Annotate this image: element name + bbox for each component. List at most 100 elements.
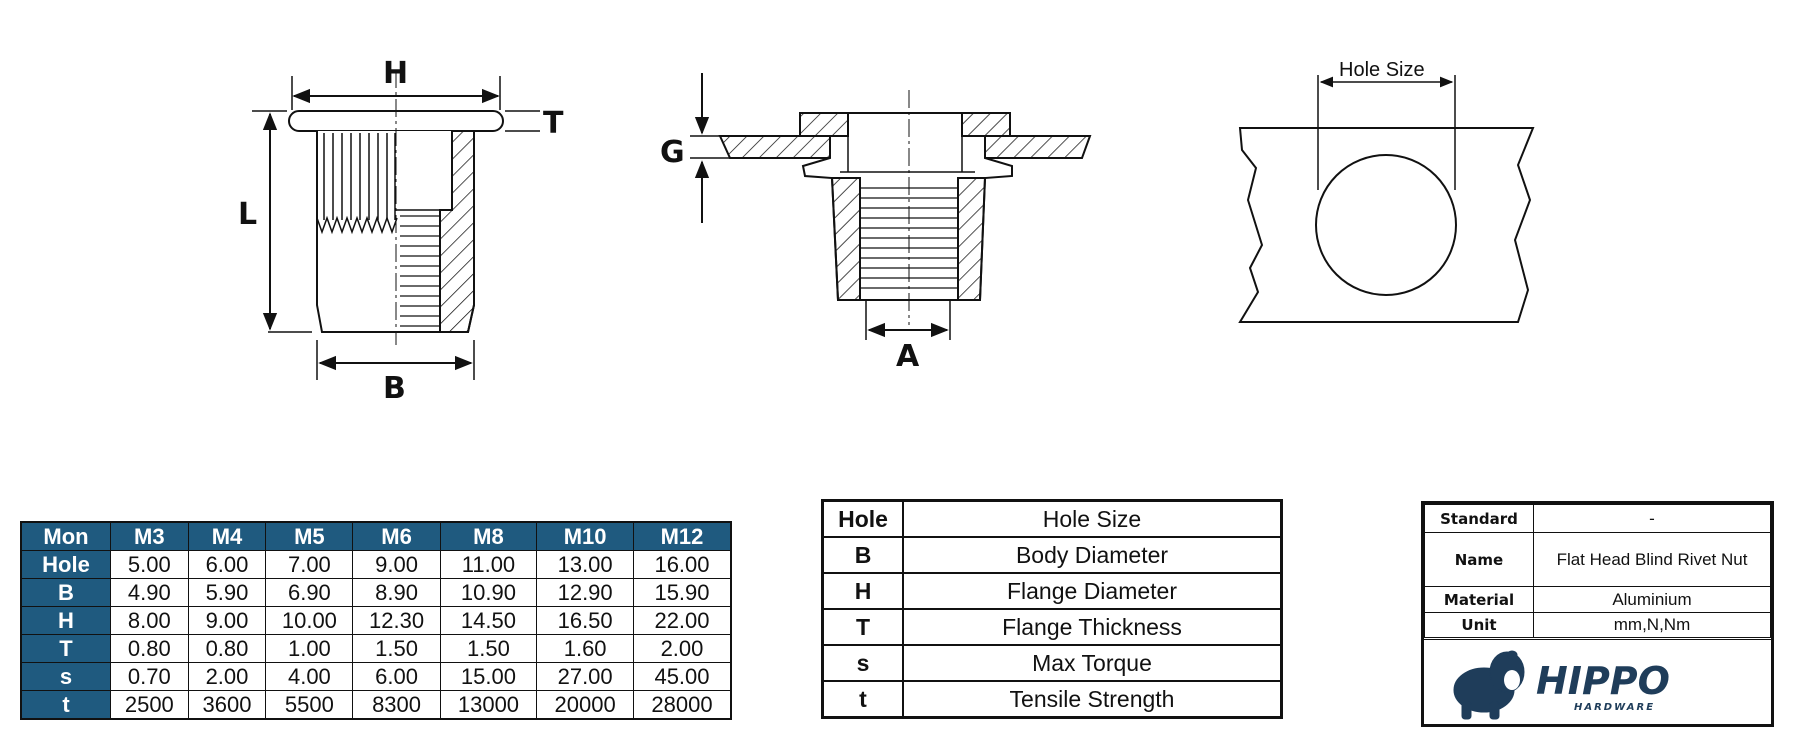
spec-cell: 6.90	[265, 578, 354, 607]
installed-rivet-nut-view	[690, 73, 1092, 340]
label-hole-size: Hole Size	[1339, 59, 1425, 81]
legend-value: Flange Diameter	[902, 572, 1283, 610]
legend-value: Tensile Strength	[902, 680, 1283, 719]
info-value: Aluminium	[1533, 586, 1771, 613]
spec-cell: 6.00	[187, 550, 267, 579]
spec-header-cell: M6	[352, 521, 441, 551]
logo-text-hardware: HARDWARE	[1574, 702, 1655, 713]
spec-row-label: B	[20, 578, 111, 607]
spec-cell: 8300	[352, 690, 441, 720]
spec-row-label: t	[20, 690, 111, 720]
spec-cell: 12.30	[352, 606, 441, 635]
spec-cell: 13000	[439, 690, 538, 720]
label-H: H	[383, 56, 408, 91]
legend-key: T	[821, 608, 904, 646]
label-A: A	[896, 339, 920, 374]
spec-cell: 14.50	[439, 606, 538, 635]
spec-cell: 27.00	[536, 662, 634, 691]
spec-cell: 1.00	[265, 634, 354, 663]
spec-row-label: s	[20, 662, 111, 691]
spec-cell: 1.50	[439, 634, 538, 663]
spec-row-label: H	[20, 606, 111, 635]
spec-cell: 28000	[632, 690, 732, 720]
product-info-table: Standard - Name Flat Head Blind Rivet Nu…	[1424, 504, 1771, 638]
info-key: Standard	[1424, 504, 1534, 533]
rivet-nut-section-view	[252, 70, 540, 380]
logo-text-hippo: HIPPO	[1536, 659, 1670, 703]
spec-cell: 16.00	[632, 550, 732, 579]
info-row: Material Aluminium	[1424, 586, 1771, 613]
spec-cell: 13.00	[536, 550, 634, 579]
spec-cell: 2.00	[632, 634, 732, 663]
spec-cell: 10.90	[439, 578, 538, 607]
spec-cell: 8.90	[352, 578, 441, 607]
info-row: Name Flat Head Blind Rivet Nut	[1424, 532, 1771, 587]
legend-value: Flange Thickness	[902, 608, 1283, 646]
spec-cell: 0.80	[187, 634, 267, 663]
spec-cell: 9.00	[352, 550, 441, 579]
spec-cell: 0.80	[110, 634, 189, 663]
spec-cell: 45.00	[632, 662, 732, 691]
label-L: L	[238, 197, 257, 232]
spec-cell: 20000	[536, 690, 634, 720]
spec-header-cell: M5	[265, 521, 354, 551]
hippo-hardware-logo: HIPPO HARDWARE	[1424, 639, 1771, 724]
spec-cell: 6.00	[352, 662, 441, 691]
legend-value: Body Diameter	[902, 536, 1283, 574]
spec-cell: 22.00	[632, 606, 732, 635]
hole-size-view	[1238, 75, 1535, 323]
legend-key: H	[821, 572, 904, 610]
spec-cell: 4.00	[265, 662, 354, 691]
spec-cell: 15.90	[632, 578, 732, 607]
spec-cell: 15.00	[439, 662, 538, 691]
info-row: Standard -	[1424, 504, 1771, 533]
info-key: Unit	[1424, 612, 1534, 638]
spec-row-label: Hole	[20, 550, 111, 579]
spec-cell: 11.00	[439, 550, 538, 579]
label-B: B	[383, 371, 406, 406]
info-row: Unit mm,N,Nm	[1424, 612, 1771, 638]
spec-cell: 12.90	[536, 578, 634, 607]
legend-value: Hole Size	[902, 499, 1283, 538]
spec-header-cell: M3	[110, 521, 189, 551]
spec-cell: 1.50	[352, 634, 441, 663]
spec-cell: 8.00	[110, 606, 189, 635]
spec-header-cell: M12	[632, 521, 732, 551]
spec-header-cell: M4	[187, 521, 267, 551]
spec-header-cell: M8	[439, 521, 538, 551]
spec-header-cell: M10	[536, 521, 634, 551]
spec-cell: 3600	[187, 690, 267, 720]
label-G: G	[660, 135, 685, 170]
spec-cell: 4.90	[110, 578, 189, 607]
spec-cell: 5500	[265, 690, 354, 720]
spec-cell: 2500	[110, 690, 189, 720]
spec-cell: 9.00	[187, 606, 267, 635]
info-key: Name	[1424, 532, 1534, 587]
spec-row-label: T	[20, 634, 111, 663]
info-key: Material	[1424, 586, 1534, 613]
spec-cell: 2.00	[187, 662, 267, 691]
spec-cell: 10.00	[265, 606, 354, 635]
spec-cell: 16.50	[536, 606, 634, 635]
product-info-box: Standard - Name Flat Head Blind Rivet Nu…	[1421, 501, 1774, 727]
legend-key: B	[821, 536, 904, 574]
spec-cell: 0.70	[110, 662, 189, 691]
spec-cell: 7.00	[265, 550, 354, 579]
legend-key: Hole	[821, 499, 904, 538]
info-value: Flat Head Blind Rivet Nut	[1533, 532, 1771, 587]
spec-cell: 1.60	[536, 634, 634, 663]
info-value: -	[1533, 504, 1771, 533]
technical-drawing: H T L B G A Hole	[238, 56, 1535, 406]
legend-key: t	[821, 680, 904, 719]
legend-value: Max Torque	[902, 644, 1283, 682]
